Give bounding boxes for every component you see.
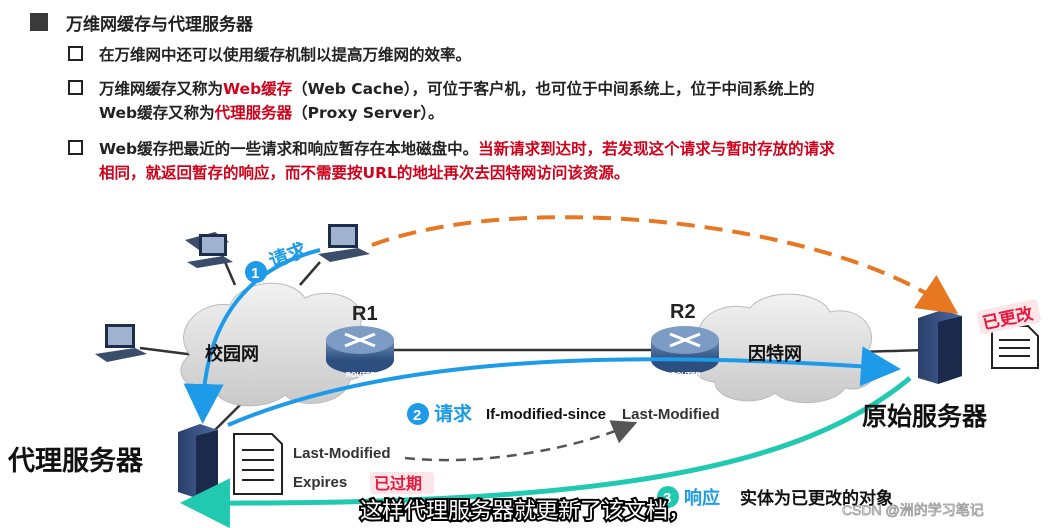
step-3-desc: 实体为已更改的对象 (740, 488, 893, 508)
r1-label: R1 (352, 303, 378, 325)
request-1-arrow (183, 248, 321, 424)
step-2-badge (407, 403, 429, 425)
web-cache-term: Web缓存 (223, 80, 293, 98)
proxy-label: 代理服务器 (7, 446, 144, 476)
page-title: 万维网缓存与代理服务器 (66, 14, 253, 35)
document-icon-origin (991, 325, 1039, 369)
expired-label: 已过期 (374, 474, 422, 493)
step-1-badge (245, 261, 267, 283)
bullet-2: 万维网缓存又称为Web缓存（Web Cache），可位于客户机，也可位于中间系统… (68, 77, 1049, 125)
origin-server-icon (918, 310, 962, 384)
computer-icon (185, 232, 233, 268)
svg-text:2: 2 (413, 407, 421, 424)
computer-icon (318, 224, 370, 262)
svg-text:3: 3 (663, 490, 671, 507)
step-3-badge (657, 486, 679, 508)
origin-label: 原始服务器 (862, 403, 988, 431)
svg-text:1: 1 (251, 265, 259, 282)
campus-label: 校园网 (205, 343, 259, 364)
bullet-box-icon (68, 140, 83, 155)
document-icon-proxy (233, 433, 283, 495)
internet-label: 因特网 (748, 343, 802, 364)
bullet-1: 在万维网中还可以使用缓存机制以提高万维网的效率。 (68, 43, 1049, 67)
doc-last-modified: Last-Modified (293, 445, 391, 462)
request-2-arrow (227, 346, 901, 427)
router-r2-icon (651, 326, 719, 374)
heading-square-icon (30, 13, 48, 31)
r2-label: R2 (670, 301, 696, 323)
router-tag-r1: ROUTER (346, 372, 376, 379)
step-2-label: 请求 (434, 402, 473, 425)
step-3-label: 响应 (684, 487, 720, 508)
computer-icon (95, 324, 147, 362)
heading-row: 万维网缓存与代理服务器 (30, 10, 253, 35)
bullet-3: Web缓存把最近的一些请求和响应暂存在本地磁盘中。当新请求到达时，若发现这个请求… (68, 137, 1049, 185)
bullet-1-text: 在万维网中还可以使用缓存机制以提高万维网的效率。 (99, 46, 472, 64)
bullet-2-text: 万维网缓存又称为Web缓存（Web Cache），可位于客户机，也可位于中间系统… (99, 80, 815, 122)
router-r1-icon (326, 326, 394, 374)
conditional-dashed-arrow (404, 420, 638, 462)
bullet-3-text: Web缓存把最近的一些请求和响应暂存在本地磁盘中。当新请求到达时，若发现这个请求… (99, 140, 835, 182)
router-tag-r2: ROUTER (671, 372, 701, 379)
watermark: CSDN @洲的学习笔记 (842, 502, 984, 518)
proxy-term: 代理服务器 (214, 104, 293, 122)
bullet-box-icon (68, 80, 83, 95)
doc-expires: Expires (293, 474, 347, 491)
expired-badge-bg (370, 472, 434, 494)
video-subtitle: 这样代理服务器就更新了该文档， (360, 498, 690, 523)
last-modified-header: Last-Modified (622, 406, 720, 423)
proxy-server-icon (178, 424, 218, 498)
bullet-box-icon (68, 46, 83, 61)
response-3-arrow (180, 376, 912, 528)
orange-request-arrow (371, 215, 959, 314)
if-modified-since-header: If-modified-since (486, 406, 606, 423)
step-1-label: 请求 (266, 238, 311, 273)
